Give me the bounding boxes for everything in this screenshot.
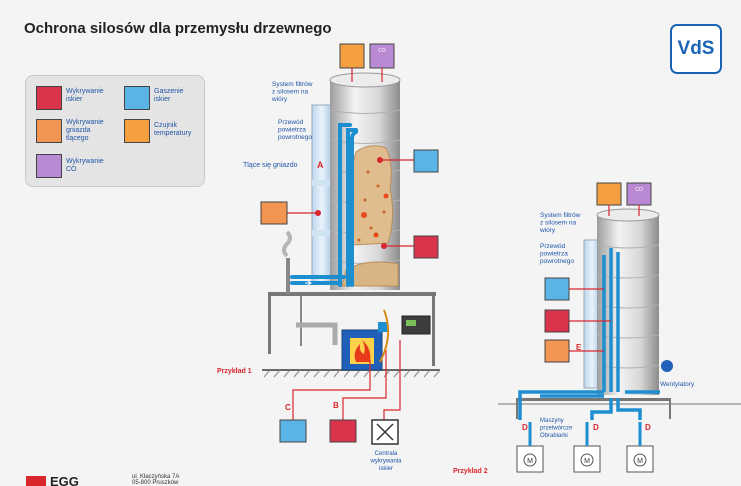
label-line: wióry	[539, 227, 556, 234]
sensor-point	[377, 157, 383, 163]
extinguisher-module-c	[279, 419, 307, 443]
co-detector-icon	[36, 154, 62, 178]
ember-nest-label: Tlące się gniazdo	[243, 162, 298, 169]
machine-3: M	[626, 445, 654, 473]
boiler-feed-duct	[296, 322, 338, 345]
fans-label: Wentylatory	[660, 381, 695, 388]
label-line: powrotnego	[540, 258, 574, 265]
machine-2: M	[573, 445, 601, 473]
signal-wiring-1	[287, 159, 414, 426]
label-line: powietrza	[278, 127, 306, 134]
svg-text:M: M	[637, 458, 643, 465]
svg-text:M: M	[527, 458, 533, 465]
label-line: z silosem na	[272, 89, 309, 96]
spark-detector-module-b	[329, 419, 357, 443]
extinguisher-module-2	[544, 277, 570, 301]
signal-wiring-2	[569, 288, 611, 352]
return-air-duct-2	[518, 248, 660, 420]
label-line: powietrza	[540, 251, 568, 258]
co-badge: CO	[378, 48, 386, 54]
letter-b: B	[333, 401, 339, 410]
legend-label: Wykrywanie gniazda tlącego	[66, 119, 104, 142]
label-line: przetwórcze	[540, 426, 573, 432]
example-1-label: Przykład 1	[217, 368, 252, 375]
machine-1: M	[516, 445, 544, 473]
label-line: powrotnego	[278, 134, 312, 141]
letter-e: E	[576, 343, 582, 352]
temperature-sensor-icon	[124, 119, 150, 143]
ember-detector-module-1	[260, 201, 288, 225]
legend-label: Wykrywanie iskier	[66, 88, 104, 103]
filter-housing-1	[311, 104, 333, 284]
legend-panel: Wykrywanie iskier Gaszenie iskier Wykryw…	[25, 75, 205, 187]
legend-label: Czujnik temperatury	[154, 122, 192, 137]
label-line: Obrabiarki	[540, 433, 568, 439]
silo-2	[596, 208, 660, 395]
label-line: z silosem na	[540, 220, 577, 227]
company-address: ul. Kłaczyńska 7A 05-800 Pruszków	[132, 474, 180, 486]
label-line: wykrywania	[369, 459, 402, 465]
return-air-duct-1	[290, 123, 358, 287]
ember-nest-detector-icon	[36, 119, 62, 143]
spark-detector-module-2	[544, 309, 570, 333]
company-logo: EGG	[26, 474, 79, 486]
machine-ducts	[528, 422, 642, 446]
wiring-orange	[379, 309, 390, 363]
sensor-point	[381, 243, 387, 249]
page-title: Ochrona silosów dla przemysłu drzewnego	[24, 20, 332, 37]
letter-d-1: D	[522, 423, 528, 432]
vds-logo: VdS	[670, 24, 722, 74]
module-co-top-1	[339, 43, 395, 82]
temperature-module-2	[596, 182, 622, 206]
ember-detector-module-2	[544, 339, 570, 363]
boiler-1	[341, 322, 388, 371]
chimney-1	[282, 230, 292, 294]
spark-detector-module-1	[413, 235, 439, 259]
fan-2	[661, 360, 673, 372]
letter-c: C	[285, 403, 291, 412]
example-2-label: Przykład 2	[453, 468, 488, 475]
label-line: wióry	[271, 96, 288, 103]
svg-text:EGG: EGG	[50, 474, 79, 486]
letter-a: A	[317, 160, 324, 170]
letter-d-2: D	[593, 423, 599, 432]
spark-extinguisher-icon	[124, 86, 150, 110]
control-panel-1	[401, 315, 431, 335]
sensor-point	[315, 210, 321, 216]
legend-label: Gaszenie iskier	[154, 88, 184, 103]
co-badge: CO	[635, 187, 643, 193]
extinguisher-module-1	[413, 149, 439, 173]
control-center-1	[371, 419, 399, 445]
svg-text:M: M	[584, 458, 590, 465]
label-line: iskier	[379, 466, 393, 472]
legend-label: Wykrywanie CO	[66, 158, 104, 173]
spark-detector-icon	[36, 86, 62, 110]
ember-spots	[361, 193, 389, 238]
letter-d-3: D	[645, 423, 651, 432]
